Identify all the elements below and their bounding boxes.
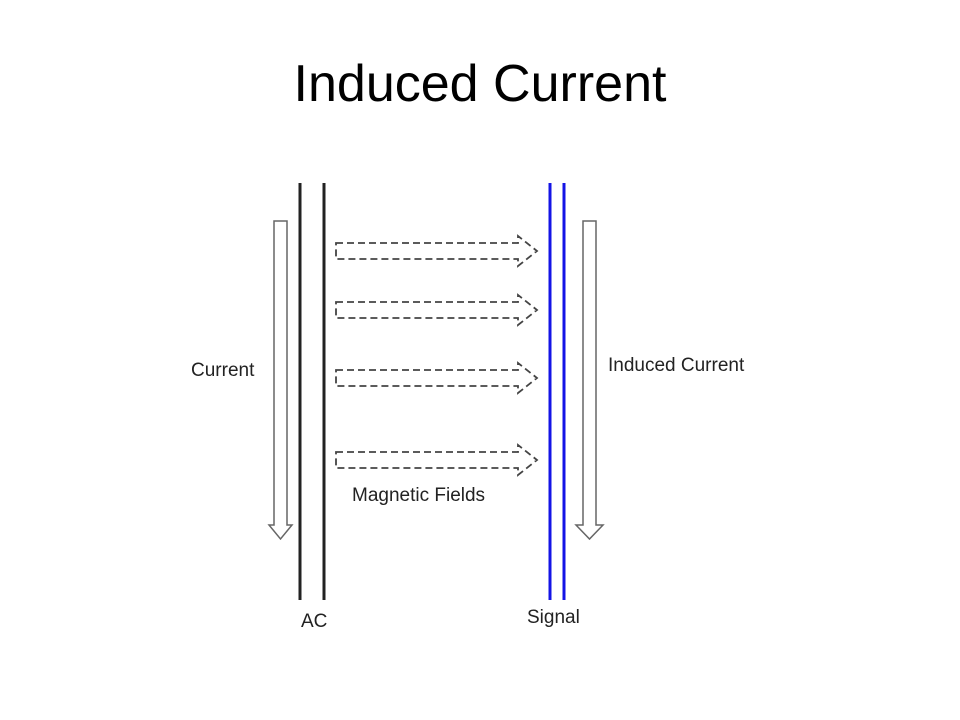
signal-wire-pair xyxy=(548,183,566,600)
magnetic-field-arrow-2 xyxy=(335,293,539,327)
ac-label: AC xyxy=(301,611,327,632)
signal-label: Signal xyxy=(527,607,580,628)
magnetic-field-arrows xyxy=(335,234,539,477)
magnetic-field-arrow-3 xyxy=(335,361,539,395)
magnetic-field-arrow-4 xyxy=(335,443,539,477)
page-title: Induced Current xyxy=(293,55,667,113)
induced-current-label: Induced Current xyxy=(608,355,745,376)
magnetic-fields-label: Magnetic Fields xyxy=(352,485,485,506)
current-label: Current xyxy=(191,360,255,381)
current-arrow xyxy=(267,220,294,541)
ac-wire-pair xyxy=(298,183,326,600)
magnetic-field-arrow-1 xyxy=(335,234,539,268)
induced-current-arrow xyxy=(574,220,605,541)
